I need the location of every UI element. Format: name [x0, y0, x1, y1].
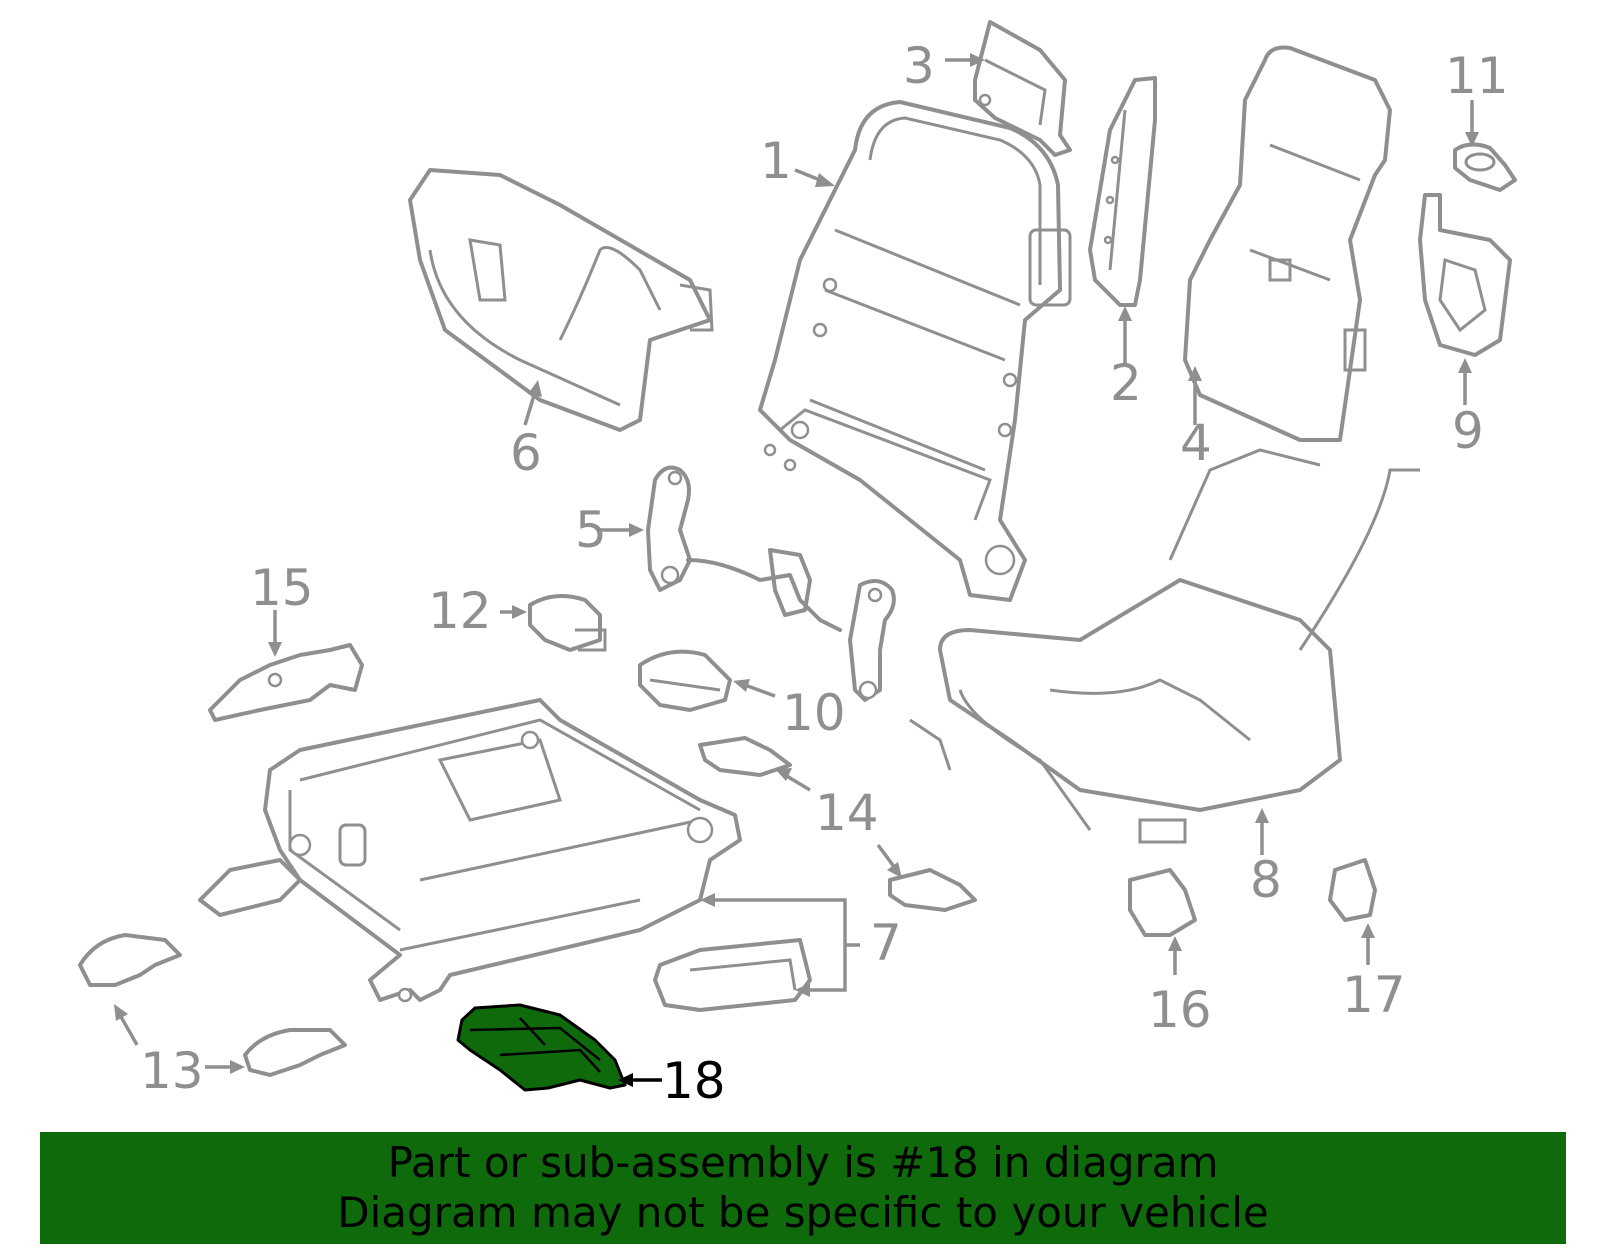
part-5-recliner — [646, 465, 896, 702]
part-9-bracket — [1418, 193, 1512, 357]
callout-label: 16 — [1148, 981, 1212, 1039]
banner-line-disclaimer: Diagram may not be specific to your vehi… — [337, 1188, 1269, 1237]
part-12-cover — [528, 594, 607, 652]
callout-label: 9 — [1452, 402, 1484, 460]
callout-label: 12 — [428, 582, 492, 640]
part-14-clip — [698, 736, 977, 912]
part-18-highlighted — [456, 1003, 627, 1092]
part-4-seatback-board — [1183, 45, 1392, 442]
callout-label: 10 — [782, 684, 846, 742]
callout-label: 2 — [1110, 354, 1142, 412]
callout-label: 13 — [140, 1042, 204, 1100]
info-banner: Part or sub-assembly is #18 in diagram D… — [40, 1132, 1566, 1244]
part-1-seatback-frame — [758, 100, 1072, 602]
callout-label: 5 — [575, 501, 607, 559]
callout-label: 15 — [250, 559, 314, 617]
part-10-cover — [638, 649, 732, 712]
callout-label: 1 — [760, 132, 792, 190]
callout-label: 3 — [903, 37, 935, 95]
part-2-side-panel — [1088, 76, 1157, 307]
callout-label: 6 — [510, 424, 542, 482]
part-17-bracket — [1328, 858, 1377, 922]
banner-line-part: Part or sub-assembly is #18 in diagram — [387, 1138, 1219, 1187]
leader-arrows — [114, 53, 1479, 1087]
callout-label: 7 — [870, 914, 902, 972]
part-8-harness — [909, 448, 1420, 844]
callout-label: 14 — [815, 784, 879, 842]
callout-label: 8 — [1250, 851, 1282, 909]
callout-labels: 3 1 2 4 11 9 6 5 15 12 10 14 7 8 16 17 1… — [140, 37, 1509, 1110]
seat-parts-diagram: 3 1 2 4 11 9 6 5 15 12 10 14 7 8 16 17 1… — [78, 20, 1517, 1110]
part-15-lever — [208, 643, 364, 722]
part-11-clip — [1453, 142, 1517, 192]
part-16-bracket — [1128, 868, 1197, 937]
part-6-wire-frame — [408, 168, 714, 432]
callout-label: 4 — [1180, 414, 1212, 472]
callout-label: 17 — [1342, 966, 1406, 1024]
part-13-covers — [78, 933, 347, 1077]
part-7-cushion-frame — [198, 698, 812, 1012]
callout-label: 11 — [1445, 47, 1509, 105]
callout-label-highlighted: 18 — [662, 1052, 726, 1110]
part-3-bracket — [973, 20, 1072, 157]
